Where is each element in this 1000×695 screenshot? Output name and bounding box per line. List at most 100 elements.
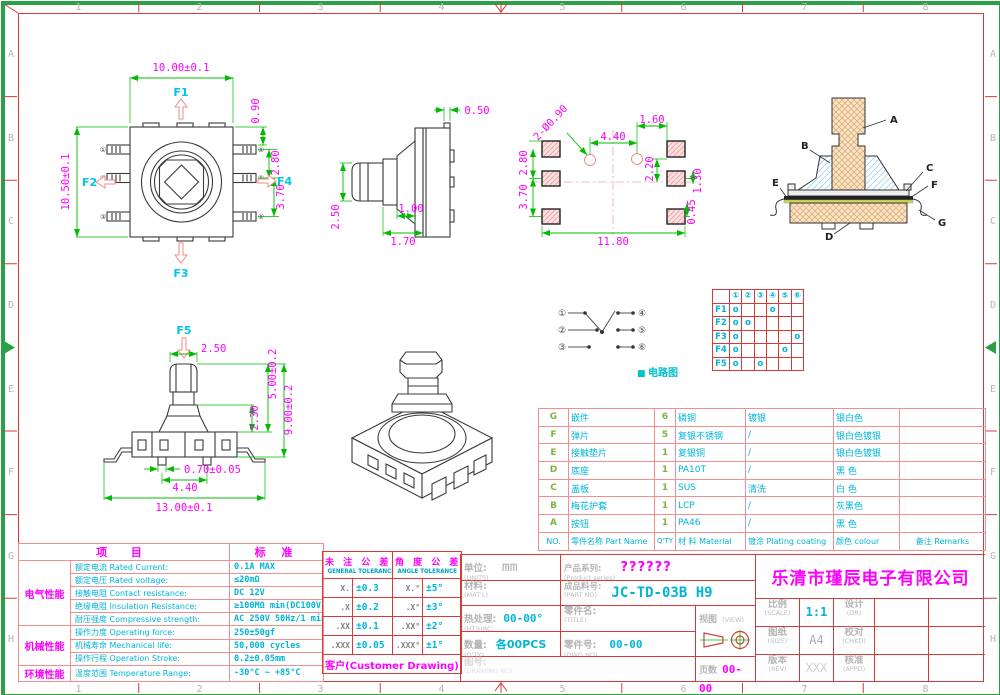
dim-370: 3.70 [518,184,530,209]
scale-label-cell: 比例(SCALE) [755,598,799,626]
callout-e: E [772,178,779,189]
callout-a: A [890,115,898,126]
dwgno-label: 零件号: [564,640,597,651]
qty-value: 各00PCS [495,638,547,651]
zone-row: G [989,551,997,562]
series-value: ?????? [620,560,672,575]
circuit-col: ② [741,289,755,304]
heat-treat-sub: (HT)HRC: [464,625,494,633]
table-row: 未 注 公 差 GENERAL TOLERANCE 角 度 公 差 ANGLE … [321,551,463,579]
spec-header-item: 项 目 [18,543,230,561]
force-label-f4: F4 [277,175,293,188]
parts-table-header-row: NO. 零件名称 Part Name Q'TY 材 料 Material 镀涂 … [538,531,986,551]
zone-col: 3 [317,2,324,13]
section-view-drawing: A B C F E G D [770,97,946,243]
zone-col: 1 [75,2,82,13]
direction-arrows [95,98,277,264]
callout-c: C [926,163,933,174]
zone-col: 6 [680,684,687,695]
table-row: 客户(Customer Drawing) [321,654,463,674]
zone-row: A [7,49,15,60]
series-label: 产品系列: [564,564,602,574]
dim-130: 1.30 [692,168,704,193]
zone-row: E [989,384,997,395]
zone-col: 4 [438,684,445,695]
pin-number: ⑥ [258,213,264,221]
projection-symbol [700,630,750,650]
partno-label: 成品料号: [564,582,602,592]
series-cell: 产品系列: ?????? (Product series) [560,554,755,582]
zone-col: 8 [922,684,929,695]
pcb-layout-drawing: 2-Ø0.90 4.40 1.60 2.80 3.70 2.20 1.30 0.… [518,103,704,248]
circuit-caption-icon: ■ [637,369,646,379]
force-label-f5: F5 [176,324,191,337]
dim-090: 0.90 [250,98,262,123]
company-name-cell: 乐清市瑾辰电子有限公司 [755,554,985,598]
front-view-drawing: F5 2.50 2.30 5.00±0.2 9.00±0.2 0.70±0.05… [103,324,295,514]
table-row: 电气性能 额定电流 Rated Current:0.1A MAX [18,559,324,627]
dim-250: 2.50 [330,204,342,229]
dim-050: 0.50 [464,105,489,117]
dim-1180: 11.80 [597,236,629,248]
table-row: 机械性能 操作力度 Operating force:250±50gf [18,625,324,666]
zone-row: D [7,300,15,311]
dim-100: 1.00 [398,203,423,215]
view-label: 视图 [699,615,718,625]
pin-number: ③ [100,213,106,221]
material-sub: (MAT'L) [464,591,489,599]
drawno-cell: 图号: (DRAWING NO) [460,656,695,682]
approver-date-cell [928,654,985,682]
side-view-drawing: 0.50 2.50 1.00 1.70 [330,105,490,248]
units-label: 单位: [464,563,487,574]
dim-hole: 2-Ø0.90 [531,103,570,144]
dim-045: 0.45 [686,199,698,224]
schematic-pin: ② [558,326,566,336]
circuit-col: ⑤ [778,289,792,304]
dim-900: 9.00±0.2 [283,385,295,436]
checker-date-cell [928,626,985,654]
designer-sign-cell [874,598,928,626]
material-label: 材料: [464,581,487,592]
force-label-f2: F2 [82,176,97,189]
dim-070: 0.70±0.05 [184,464,241,476]
angle-tolerance-subtitle: ANGLE TOLERANCE [397,568,457,575]
scale-value-cell: 1:1 [799,598,833,626]
approver-label-cell: 核准(APPD) [833,654,874,682]
dim-280: 2.80 [518,150,530,175]
heat-treat-cell: 热处理: 00-00° (HT)HRC: [460,605,560,633]
zone-row: G [7,551,15,562]
zone-row: A [989,49,997,60]
zone-row: F [7,467,15,478]
dim-1300: 13.00±0.1 [156,502,213,514]
zone-row: H [7,634,15,645]
general-tolerance-subtitle: GENERAL TOLERANCE [327,568,393,575]
spec-header-std: 标 准 [229,543,324,561]
qty-label: 数量: [464,640,487,651]
size-label-cell: 图纸(SIZE) [755,626,799,654]
scale-value: 1:1 [805,605,828,619]
zone-row: B [7,133,15,144]
drawno-sub: (DRAWING NO) [464,667,513,675]
force-label-f3: F3 [173,267,188,280]
pin-number: ④ [258,146,264,154]
zone-row: B [989,133,997,144]
dim-440: 4.40 [600,131,625,143]
part-title-sub: (TITLE) [564,616,587,624]
customer-drawing-note: 客户(Customer Drawing) [321,654,463,674]
series-sub: (Product series) [564,574,616,582]
dim-250: 2.50 [201,343,226,355]
size-value-cell: A4 [799,626,833,654]
page-value: 00- 00 [699,663,742,695]
designer-label-cell: 设计(DR) [833,598,874,626]
